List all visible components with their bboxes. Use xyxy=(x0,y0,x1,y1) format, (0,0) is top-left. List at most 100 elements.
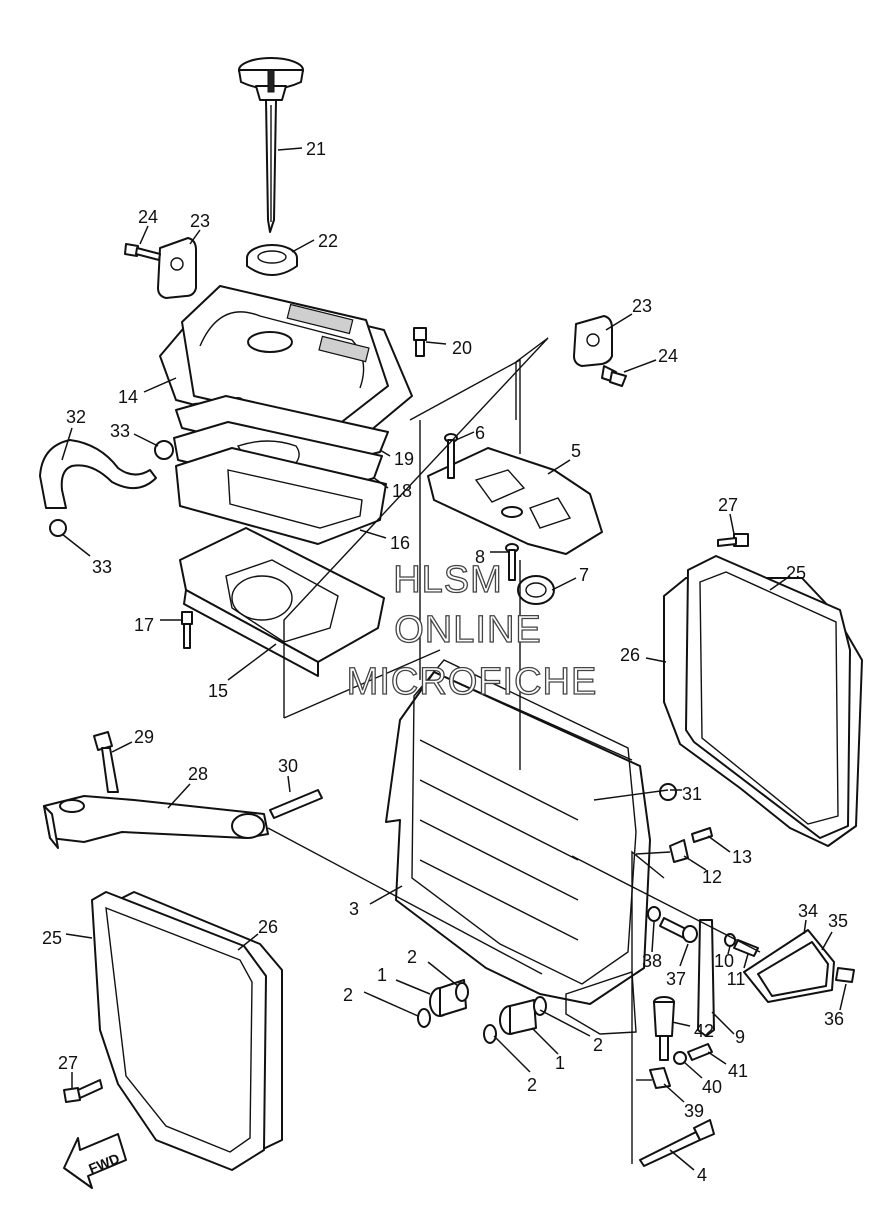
callout-number[interactable]: 17 xyxy=(134,615,154,635)
sensor-7[interactable] xyxy=(517,575,555,605)
breather-hose[interactable] xyxy=(39,439,157,509)
washer-40[interactable] xyxy=(673,1051,687,1065)
bolt-4[interactable] xyxy=(639,1119,715,1167)
o-ring-2-right-a[interactable] xyxy=(533,996,547,1016)
callout-number[interactable]: 42 xyxy=(694,1021,714,1041)
callout-number[interactable]: 23 xyxy=(632,296,652,316)
callout-number[interactable]: 2 xyxy=(343,985,353,1005)
fitting-31[interactable] xyxy=(659,783,677,801)
callout-number[interactable]: 22 xyxy=(318,231,338,251)
bolt-right[interactable] xyxy=(601,365,627,387)
callout-number[interactable]: 38 xyxy=(642,951,662,971)
bolt-13[interactable] xyxy=(691,827,713,843)
callout-number[interactable]: 16 xyxy=(390,533,410,553)
gasket-16[interactable] xyxy=(175,447,387,545)
callout-number[interactable]: 36 xyxy=(824,1009,844,1029)
cover-25-right[interactable] xyxy=(685,555,851,839)
washer-38[interactable] xyxy=(647,906,661,922)
callout-number[interactable]: 19 xyxy=(394,449,414,469)
callout-number[interactable]: 40 xyxy=(702,1077,722,1097)
callout-number[interactable]: 2 xyxy=(407,947,417,967)
callout-number[interactable]: 13 xyxy=(732,847,752,867)
callout-number[interactable]: 12 xyxy=(702,867,722,887)
seal-ring[interactable] xyxy=(246,244,298,276)
callout-number[interactable]: 41 xyxy=(728,1061,748,1081)
callout-number[interactable]: 39 xyxy=(684,1101,704,1121)
washer-10[interactable] xyxy=(724,933,736,947)
callout-number[interactable]: 32 xyxy=(66,407,86,427)
callout-number[interactable]: 18 xyxy=(392,481,412,501)
callout-number[interactable]: 25 xyxy=(42,928,62,948)
callout-number[interactable]: 7 xyxy=(579,565,589,585)
callout-number[interactable]: 37 xyxy=(666,969,686,989)
callout-number[interactable]: 14 xyxy=(118,387,138,407)
callout-number[interactable]: 28 xyxy=(188,764,208,784)
fitting-42[interactable] xyxy=(653,996,675,1061)
callout-number[interactable]: 34 xyxy=(798,901,818,921)
plug-1-right[interactable] xyxy=(499,999,537,1035)
bolt-36[interactable] xyxy=(835,967,855,983)
callout-number[interactable]: 30 xyxy=(278,756,298,776)
callout-number[interactable]: 31 xyxy=(682,784,702,804)
callout-number[interactable]: 4 xyxy=(697,1165,707,1185)
callout-number[interactable]: 33 xyxy=(92,557,112,577)
plate-5[interactable] xyxy=(427,447,603,555)
callout-number[interactable]: 27 xyxy=(58,1053,78,1073)
cylinder-block[interactable] xyxy=(385,659,651,1035)
stud-30[interactable] xyxy=(269,789,323,819)
o-ring-2-left-a[interactable] xyxy=(455,982,469,1002)
callout-number[interactable]: 20 xyxy=(452,338,472,358)
clip-39[interactable] xyxy=(649,1067,671,1089)
callout-number[interactable]: 35 xyxy=(828,911,848,931)
callout-number[interactable]: 11 xyxy=(727,969,746,989)
callout-number[interactable]: 26 xyxy=(258,917,278,937)
head-cover-base[interactable] xyxy=(179,527,385,677)
callout-number[interactable]: 27 xyxy=(718,495,738,515)
callout-number[interactable]: 25 xyxy=(786,563,806,583)
leader-line xyxy=(727,945,731,955)
bracket-left[interactable] xyxy=(157,237,197,299)
callout-number[interactable]: 2 xyxy=(593,1035,603,1055)
cover-25-left[interactable] xyxy=(91,891,267,1171)
callout-number[interactable]: 24 xyxy=(658,346,678,366)
callout-number[interactable]: 2 xyxy=(527,1075,537,1095)
screw-8[interactable] xyxy=(505,543,519,581)
bolt-29[interactable] xyxy=(93,731,119,793)
bolt-37[interactable] xyxy=(659,917,698,943)
callout-number[interactable]: 33 xyxy=(110,421,130,441)
o-ring-2-left-b[interactable] xyxy=(417,1008,431,1028)
o-ring-2-right-b[interactable] xyxy=(483,1024,497,1044)
bolt-17[interactable] xyxy=(181,611,193,649)
cover-34-35[interactable] xyxy=(743,929,835,1003)
callout-number[interactable]: 3 xyxy=(349,899,359,919)
callout-number[interactable]: 5 xyxy=(571,441,581,461)
callout-number[interactable]: 15 xyxy=(208,681,228,701)
bolt-41[interactable] xyxy=(687,1043,713,1061)
callout-number[interactable]: 23 xyxy=(190,211,210,231)
callout-number[interactable]: 24 xyxy=(138,207,158,227)
bracket-right[interactable] xyxy=(573,315,613,367)
callout-number[interactable]: 8 xyxy=(475,547,485,567)
lever-28[interactable] xyxy=(43,795,269,849)
bolt-left[interactable] xyxy=(124,243,161,261)
leader-line xyxy=(373,477,389,489)
leader-line xyxy=(143,377,177,393)
clamp-lower[interactable] xyxy=(49,519,67,537)
callout-number[interactable]: 6 xyxy=(475,423,485,443)
bolt-27-left[interactable] xyxy=(63,1079,103,1103)
callout-number[interactable]: 10 xyxy=(714,951,734,971)
callout-number[interactable]: 29 xyxy=(134,727,154,747)
callout-number[interactable]: 1 xyxy=(377,965,387,985)
screw-6[interactable] xyxy=(444,433,458,479)
clamp-upper[interactable] xyxy=(154,440,174,460)
oil-filler-cap-dipstick[interactable] xyxy=(238,57,304,233)
callout-number[interactable]: 1 xyxy=(555,1053,565,1073)
bracket-12[interactable] xyxy=(669,839,689,863)
callout-number[interactable]: 21 xyxy=(306,139,326,159)
bolt-11[interactable] xyxy=(733,939,759,957)
anode-9[interactable] xyxy=(697,919,715,1037)
callout-number[interactable]: 26 xyxy=(620,645,640,665)
bolt-20[interactable] xyxy=(413,327,427,357)
bolt-27-right[interactable] xyxy=(717,533,749,547)
callout-number[interactable]: 9 xyxy=(735,1027,745,1047)
